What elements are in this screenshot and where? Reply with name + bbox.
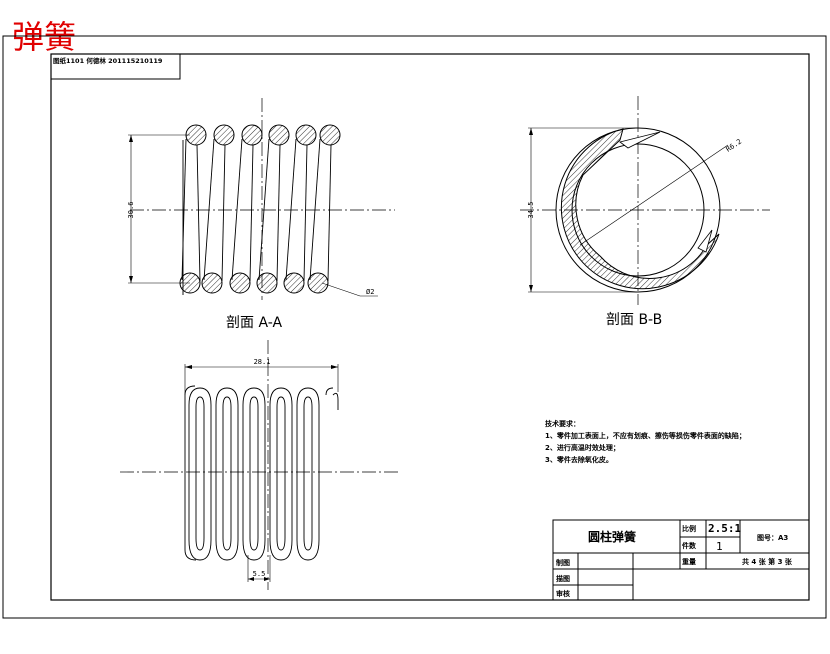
dim-wire-label: Ø2 [366, 288, 374, 296]
coil-loop-outer [296, 387, 320, 561]
coil-loop-inner [222, 396, 232, 551]
ring-outer-circle [555, 127, 721, 293]
wire-section-bottom [256, 272, 278, 294]
qty-value: 1 [716, 540, 723, 553]
coil-end-right [325, 387, 339, 410]
note-item: 1、零件加工表面上，不应有划痕、擦伤等损伤零件表面的缺陷； [545, 431, 746, 440]
section-aa-view: 30.6 Ø2 剖面 A-A [127, 98, 395, 331]
notes-heading: 技术要求： [545, 419, 580, 428]
coil-loop-outer [242, 387, 266, 561]
scale-value: 2.5:1 [708, 522, 741, 535]
qty-label: 件数 [682, 541, 697, 550]
arrow-down-bb [529, 285, 533, 292]
dim-radius-label: R6.2 [725, 138, 743, 154]
coil-line [196, 144, 201, 282]
wire-section-top [295, 124, 317, 146]
dim-length-label: 28.1 [254, 358, 271, 366]
front-coils [184, 385, 339, 561]
technical-notes: 技术要求： 1、零件加工表面上，不应有划痕、擦伤等损伤零件表面的缺陷； 2、进行… [545, 419, 746, 464]
arrow-up [129, 135, 133, 142]
section-aa-title: 剖面 A-A [226, 315, 282, 331]
radius-leader [579, 144, 729, 246]
stamp-text: 弹簧 [12, 18, 76, 56]
coil-line [231, 138, 243, 281]
hook-top [619, 131, 661, 149]
coil-line [285, 138, 297, 281]
title-block-frame [552, 519, 810, 601]
coil-loop-inner [276, 396, 286, 551]
wire-section-bottom [229, 272, 251, 294]
arrow-up-bb [529, 128, 533, 135]
info-label: 图纸1101 何德林 201115210119 [53, 56, 163, 65]
front-view: 28.1 5.5 [120, 340, 400, 590]
wire-section-top [241, 124, 263, 146]
wire-section-bottom [283, 272, 305, 294]
coil-loop-inner [195, 396, 205, 551]
arrow-left [185, 365, 192, 369]
coil-loop-outer [269, 387, 293, 561]
checked-label: 审核 [556, 589, 570, 598]
wire-section-bottom [201, 272, 223, 294]
title-block [552, 519, 810, 601]
coil-loop-outer [188, 387, 212, 561]
coil-line [221, 144, 226, 282]
inner-border [50, 53, 810, 601]
coil-loop-outer [215, 387, 239, 561]
note-item: 3、零件去除氧化皮。 [545, 455, 613, 464]
wire-section-top [319, 124, 341, 146]
coil-line [203, 138, 215, 281]
ring-hatched-section [560, 128, 720, 290]
drawn-label: 制图 [556, 558, 570, 567]
coil-loop-inner [249, 396, 259, 551]
wire-section-top [268, 124, 290, 146]
note-item: 2、进行高温时效处理； [545, 443, 620, 452]
part-name: 圆柱弹簧 [588, 529, 636, 544]
section-bb-title: 剖面 B-B [606, 312, 662, 328]
outer-border [2, 35, 827, 619]
arrow-pitch-left [248, 577, 254, 581]
arrow-down [129, 276, 133, 283]
coil-end-left [184, 385, 197, 561]
ring-inner-circle [571, 143, 705, 277]
weight-label: 重量 [682, 557, 696, 566]
wire-section-bottom [307, 272, 329, 294]
wire-leader [321, 282, 361, 297]
dim-outer-label: 34.5 [527, 202, 535, 219]
coil-line [276, 144, 281, 282]
coil-line [303, 144, 308, 282]
wire-section-top [213, 124, 235, 146]
dim-height-label: 30.6 [127, 202, 135, 219]
scale-label: 比例 [682, 524, 696, 533]
drawing-number: 图号：A3 [757, 533, 788, 542]
arrow-pitch-right [264, 577, 270, 581]
sheet-info: 共 4 张 第 3 张 [742, 557, 793, 566]
section-aa-coil-lines [181, 138, 332, 295]
coil-line [249, 144, 254, 282]
info-box [50, 53, 181, 80]
coil-line [327, 144, 332, 282]
coil-loop-inner [303, 396, 313, 551]
dim-pitch-label: 5.5 [253, 570, 266, 578]
coil-line [258, 138, 270, 281]
hook-bottom [697, 229, 713, 253]
coil-line [309, 138, 321, 281]
traced-label: 描图 [556, 574, 570, 583]
arrow-right [331, 365, 338, 369]
section-aa-wire-sections [179, 124, 341, 294]
